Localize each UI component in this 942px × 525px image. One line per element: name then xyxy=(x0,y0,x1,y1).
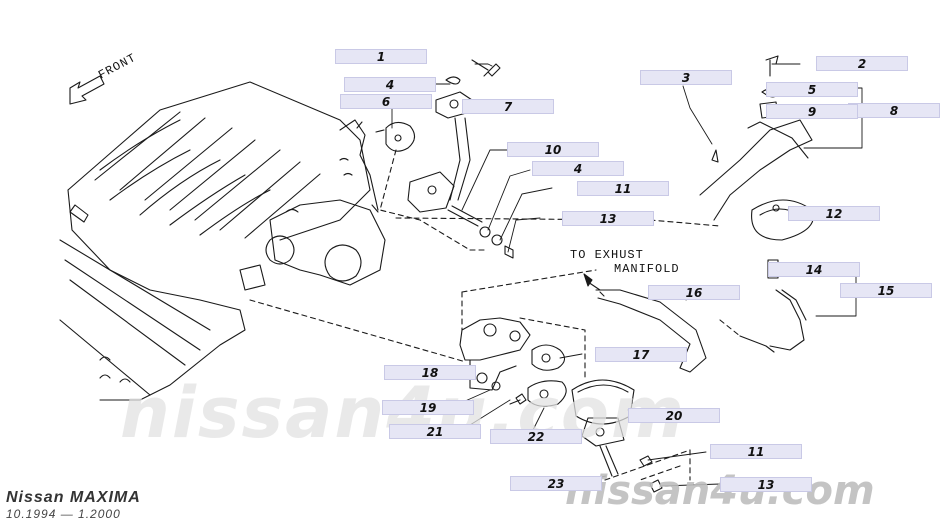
callout-16[interactable]: 16 xyxy=(648,285,740,300)
callout-12[interactable]: 12 xyxy=(788,206,880,221)
callout-14[interactable]: 14 xyxy=(768,262,860,277)
intake-manifold-drawing xyxy=(59,81,386,401)
callout-13-upper[interactable]: 13 xyxy=(562,211,654,226)
callout-6[interactable]: 6 xyxy=(340,94,432,109)
callout-5[interactable]: 5 xyxy=(766,82,858,97)
model-name: Nissan MAXIMA xyxy=(6,489,141,506)
callout-11-lower[interactable]: 11 xyxy=(710,444,802,459)
callout-18[interactable]: 18 xyxy=(384,365,476,380)
callout-3[interactable]: 3 xyxy=(640,70,732,85)
callout-13-lower[interactable]: 13 xyxy=(720,477,812,492)
callout-15[interactable]: 15 xyxy=(840,283,932,298)
callout-17[interactable]: 17 xyxy=(595,347,687,362)
callout-21[interactable]: 21 xyxy=(389,424,481,439)
callout-4-lower[interactable]: 4 xyxy=(532,161,624,176)
production-years: 10.1994 — 1.2000 xyxy=(6,507,121,521)
footer-watermark: nissan4u.com xyxy=(565,468,875,514)
egr-tube-upper-drawing xyxy=(375,59,514,259)
callout-22[interactable]: 22 xyxy=(490,429,582,444)
exhaust-arrow-icon xyxy=(583,273,601,291)
exhaust-label-line2: MANIFOLD xyxy=(614,262,680,276)
callout-19[interactable]: 19 xyxy=(382,400,474,415)
callout-2[interactable]: 2 xyxy=(816,56,908,71)
callout-11-upper[interactable]: 11 xyxy=(577,181,669,196)
callout-10[interactable]: 10 xyxy=(507,142,599,157)
exhaust-label-line1: TO EXHUST xyxy=(570,248,644,262)
front-arrow-icon xyxy=(69,75,105,105)
egr-bracket-assembly-drawing xyxy=(699,55,814,353)
callout-4-upper[interactable]: 4 xyxy=(344,77,436,92)
callout-9[interactable]: 9 xyxy=(766,104,858,119)
callout-1[interactable]: 1 xyxy=(335,49,427,64)
callout-8[interactable]: 8 xyxy=(848,103,940,118)
callout-7[interactable]: 7 xyxy=(462,99,554,114)
callout-23[interactable]: 23 xyxy=(510,476,602,491)
callout-20[interactable]: 20 xyxy=(628,408,720,423)
